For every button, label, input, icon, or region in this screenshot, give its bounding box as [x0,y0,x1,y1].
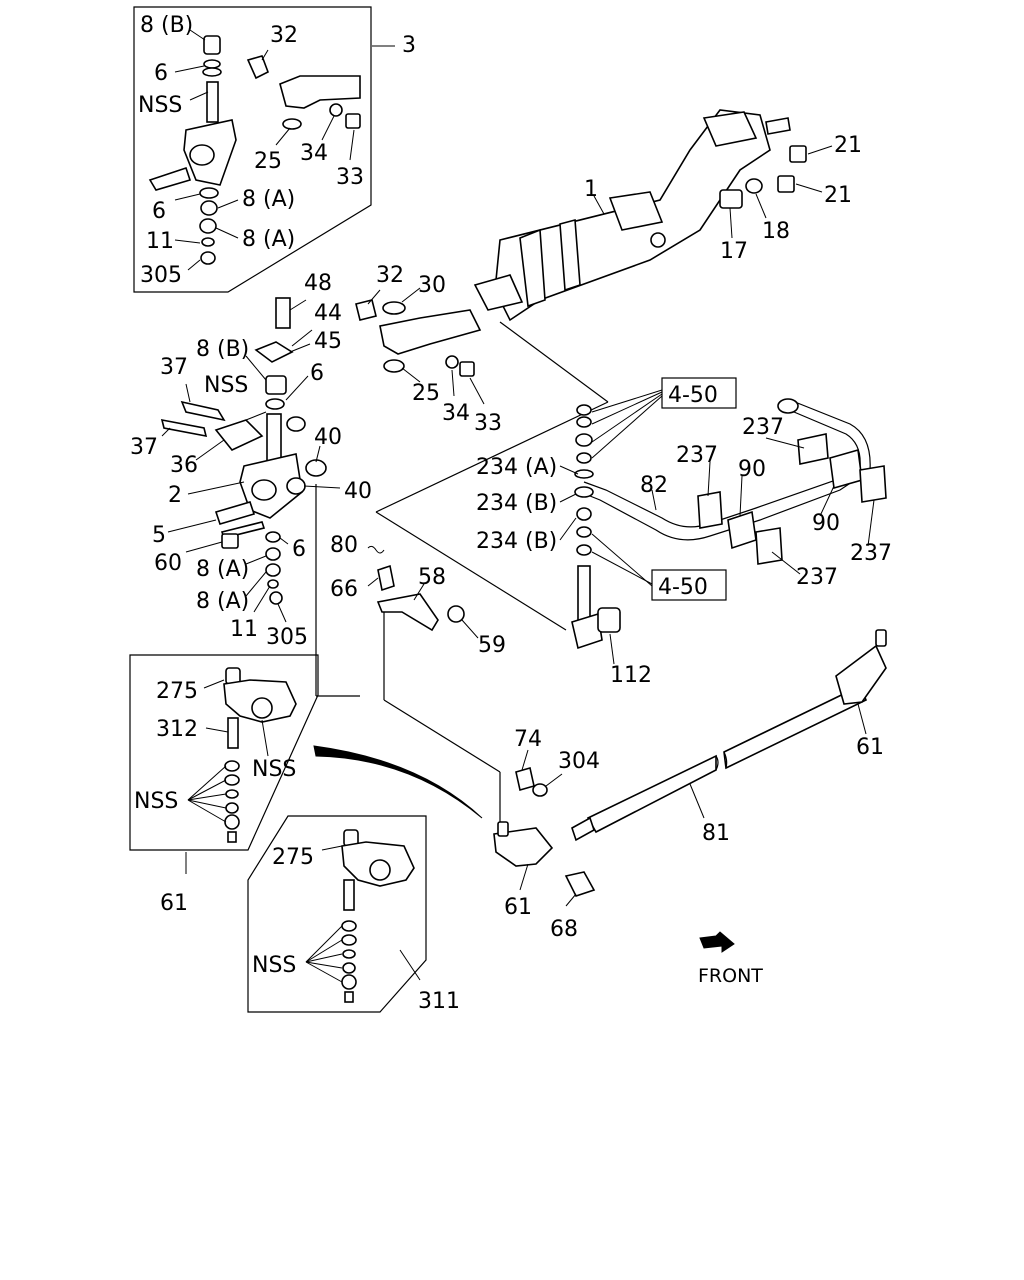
label-c2-312: 312 [156,717,198,742]
label-c1-8a2: 8 (A) [242,227,295,252]
label-80: 80 [330,533,358,558]
label-237a: 237 [742,415,784,440]
label-68: 68 [550,917,578,942]
label-c1-nss: NSS [138,93,182,118]
front-label: FRONT [698,965,763,987]
left-knuckle-assembly: 48 44 45 8 (B) 6 NSS 37 37 36 40 40 2 5 … [130,271,609,697]
label-59: 59 [478,633,506,658]
label-90a: 90 [738,457,766,482]
label-234b1: 234 (B) [476,491,557,516]
front-arrow-icon [699,931,735,953]
label-c3-275: 275 [272,845,314,870]
label-c1-6b: 6 [152,199,166,224]
label-11: 11 [230,617,258,642]
label-18: 18 [762,219,790,244]
label-32: 32 [376,263,404,288]
label-8b: 8 (B) [196,337,249,362]
label-44: 44 [314,301,342,326]
label-33: 33 [474,411,502,436]
label-234a: 234 (A) [476,455,557,480]
label-c2-275: 275 [156,679,198,704]
label-234b2: 234 (B) [476,529,557,554]
ref-4-50-top: 4-50 [668,383,718,408]
label-c1-32: 32 [270,23,298,48]
label-45: 45 [314,329,342,354]
label-c1-25: 25 [254,149,282,174]
callout-tie-rod-end: 275 312 NSS NSS 61 [129,654,319,916]
label-60: 60 [154,551,182,576]
label-6a: 6 [310,361,324,386]
label-25: 25 [412,381,440,406]
label-c2-nssb: NSS [134,789,178,814]
label-8a2: 8 (A) [196,589,249,614]
label-304: 304 [558,749,600,774]
tie-rod-assembly: 74 304 61 81 61 68 [493,629,887,942]
label-36: 36 [170,453,198,478]
callout-knuckle-assembly: 8 (B) 32 3 6 NSS 25 34 33 6 8 (A) 11 8 (… [133,6,416,293]
label-61b: 61 [504,895,532,920]
label-c2-nssa: NSS [252,757,296,782]
label-5: 5 [152,523,166,548]
label-112: 112 [610,663,652,688]
label-1: 1 [584,177,598,202]
pointer-arrow [313,745,483,819]
label-40b: 40 [344,479,372,504]
label-c2-61: 61 [160,891,188,916]
label-c1-34: 34 [300,141,328,166]
front-indicator: FRONT [698,931,763,987]
label-40a: 40 [314,425,342,450]
label-34: 34 [442,401,470,426]
label-c1-11: 11 [146,229,174,254]
label-c1-33: 33 [336,165,364,190]
label-37b: 37 [130,435,158,460]
label-37a: 37 [160,355,188,380]
label-90b: 90 [812,511,840,536]
ref-4-50-bottom: 4-50 [658,575,708,600]
label-8a1: 8 (A) [196,557,249,582]
label-237b: 237 [676,443,718,468]
label-21a: 21 [834,133,862,158]
label-305: 305 [266,625,308,650]
label-c3-311: 311 [418,989,460,1014]
label-30: 30 [418,273,446,298]
callout-tie-rod-end-kit: 275 NSS 311 [247,815,460,1014]
label-c3-nss: NSS [252,953,296,978]
label-c1-6a: 6 [154,61,168,86]
label-c1-8a1: 8 (A) [242,187,295,212]
label-48: 48 [304,271,332,296]
label-c1-8b: 8 (B) [140,13,193,38]
label-66: 66 [330,577,358,602]
front-axle-beam: 1 21 21 17 18 32 30 25 34 33 [355,109,862,436]
label-58: 58 [418,565,446,590]
label-nss: NSS [204,373,248,398]
stabilizer-assembly: 4-50 4-50 234 (A) 234 (B) 234 (B) 237 23… [476,377,892,688]
label-237c: 237 [850,541,892,566]
label-c1-3: 3 [402,33,416,58]
label-c1-305: 305 [140,263,182,288]
label-17: 17 [720,239,748,264]
label-81: 81 [702,821,730,846]
label-237d: 237 [796,565,838,590]
label-21b: 21 [824,183,852,208]
label-2: 2 [168,483,182,508]
label-74: 74 [514,727,542,752]
label-82: 82 [640,473,668,498]
label-61a: 61 [856,735,884,760]
drag-link-area: 80 66 58 59 [330,533,506,822]
label-6b: 6 [292,537,306,562]
